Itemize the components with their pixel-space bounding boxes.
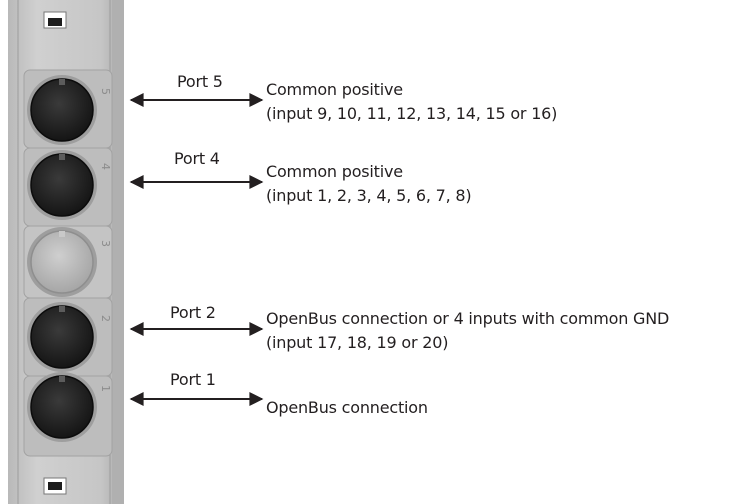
port-2-key-notch <box>59 306 65 312</box>
port-3-connector <box>30 230 94 294</box>
port-1-label: Port 1 <box>170 370 216 389</box>
port-4-description-line: (input 1, 2, 3, 4, 5, 6, 7, 8) <box>266 186 472 205</box>
bottom-clip-slot-inner <box>48 482 62 490</box>
port-5-number: 5 <box>99 88 112 95</box>
port-5-label: Port 5 <box>177 72 223 91</box>
port-4-connector <box>30 153 94 217</box>
top-clip-slot-inner <box>48 18 62 26</box>
port-4-number: 4 <box>99 163 112 170</box>
port-4-key-notch <box>59 154 65 160</box>
port-1-number: 1 <box>99 385 112 392</box>
port-1-description-line: OpenBus connection <box>266 398 428 417</box>
port-4-description-line: Common positive <box>266 162 403 181</box>
housing-side-edge <box>112 0 124 504</box>
port-3-number: 3 <box>99 240 112 247</box>
port-4-label: Port 4 <box>174 149 220 168</box>
port-1-connector <box>30 375 94 439</box>
port-5-key-notch <box>59 79 65 85</box>
port-2-label: Port 2 <box>170 303 216 322</box>
port-5-connector <box>30 78 94 142</box>
port-3-key-notch <box>59 231 65 237</box>
port-2-description-line: (input 17, 18, 19 or 20) <box>266 333 449 352</box>
port-5-description-line: (input 9, 10, 11, 12, 13, 14, 15 or 16) <box>266 104 558 123</box>
port-1-key-notch <box>59 376 65 382</box>
port-2-connector <box>30 305 94 369</box>
port-2-description-line: OpenBus connection or 4 inputs with comm… <box>266 309 670 328</box>
port-2-number: 2 <box>99 315 112 322</box>
port-5-description-line: Common positive <box>266 80 403 99</box>
